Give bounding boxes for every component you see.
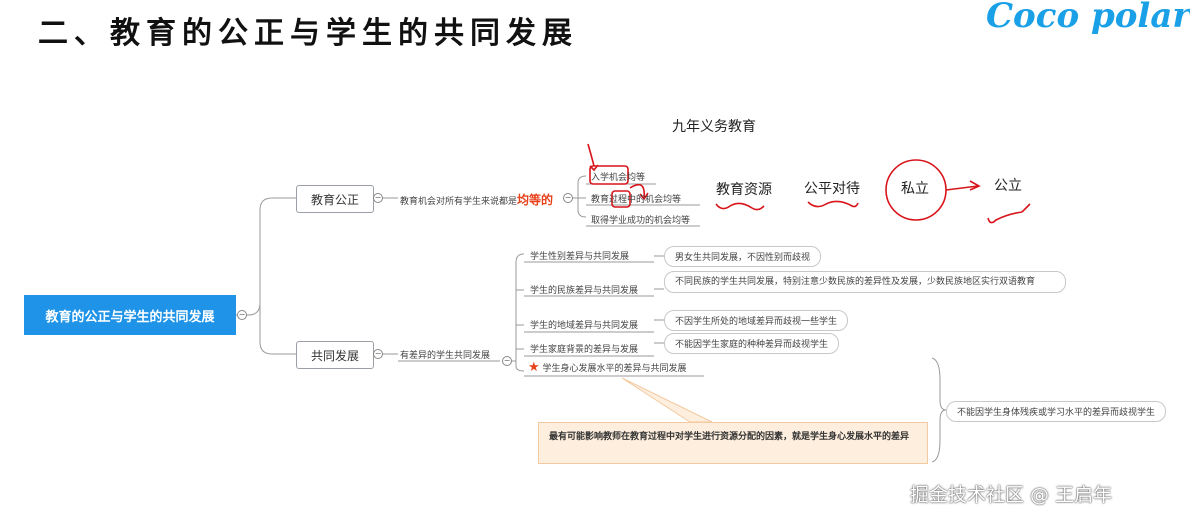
handwriting-private: 私立	[901, 181, 929, 197]
collapse-toggle-fairness[interactable]: −	[373, 193, 383, 203]
branch-node-education-fairness[interactable]: 教育公正	[296, 185, 374, 213]
callout-note[interactable]: 最有可能影响教师在教育过程中对学生进行资源分配的因素，就是学生身心发展水平的差异	[538, 422, 928, 464]
leaf-gender[interactable]: 学生性别差异与共同发展	[530, 252, 630, 262]
collapse-toggle-differentiated[interactable]: −	[502, 356, 512, 366]
handwriting-nine-year: 九年义务教育	[672, 119, 756, 135]
leaf-region[interactable]: 学生的地域差异与共同发展	[530, 321, 639, 331]
handwriting-fair-treatment: 公平对待	[804, 181, 860, 197]
sub-node-equal-opportunity[interactable]: 教育机会对所有学生来说都是均等的	[400, 191, 553, 208]
leaf-physical-mental-label: 学生身心发展水平的差异与共同发展	[542, 364, 687, 374]
collapse-toggle-equal[interactable]: −	[563, 193, 573, 203]
leaf-process-equality[interactable]: 教育过程中的机会均等	[591, 195, 682, 205]
collapse-toggle-root[interactable]: −	[237, 310, 247, 320]
star-icon: ★	[528, 360, 540, 375]
emphasis-text: 均等的	[517, 193, 554, 207]
root-node[interactable]: 教育的公正与学生的共同发展	[24, 295, 236, 335]
note-family[interactable]: 不能因学生家庭的种种差异而歧视学生	[664, 333, 840, 354]
slide-title: 二、教育的公正与学生的共同发展	[38, 16, 578, 51]
sub-node-equal-opportunity-text: 教育机会对所有学生来说都是	[400, 197, 518, 207]
leaf-ethnicity[interactable]: 学生的民族差异与共同发展	[530, 286, 639, 296]
note-region[interactable]: 不因学生所处的地域差异而歧视一些学生	[664, 310, 849, 331]
handwriting-resources: 教育资源	[716, 182, 772, 198]
leaf-physical-mental[interactable]: ★ 学生身心发展水平的差异与共同发展	[528, 360, 687, 375]
collapse-toggle-development[interactable]: −	[373, 349, 383, 359]
note-gender[interactable]: 男女生共同发展，不因性别而歧视	[664, 246, 822, 267]
note-physical-mental[interactable]: 不能因学生身体残疾或学习水平的差异而歧视学生	[946, 401, 1167, 422]
leaf-success-equality[interactable]: 取得学业成功的机会均等	[591, 216, 691, 226]
brand-logo: Coco polaris	[986, 0, 1190, 36]
leaf-family[interactable]: 学生家庭背景的差异与发展	[530, 345, 639, 355]
branch-node-common-development[interactable]: 共同发展	[296, 341, 374, 369]
watermark: 掘金技术社区 @ 王启年	[910, 484, 1113, 506]
note-ethnicity[interactable]: 不同民族的学生共同发展，特别注意少数民族的差异性及发展，少数民族地区实行双语教育	[664, 271, 1066, 293]
sub-node-differentiated-students[interactable]: 有差异的学生共同发展	[400, 351, 491, 361]
leaf-enrollment-equality[interactable]: 入学机会均等	[591, 173, 646, 183]
handwriting-public: 公立	[994, 178, 1022, 194]
